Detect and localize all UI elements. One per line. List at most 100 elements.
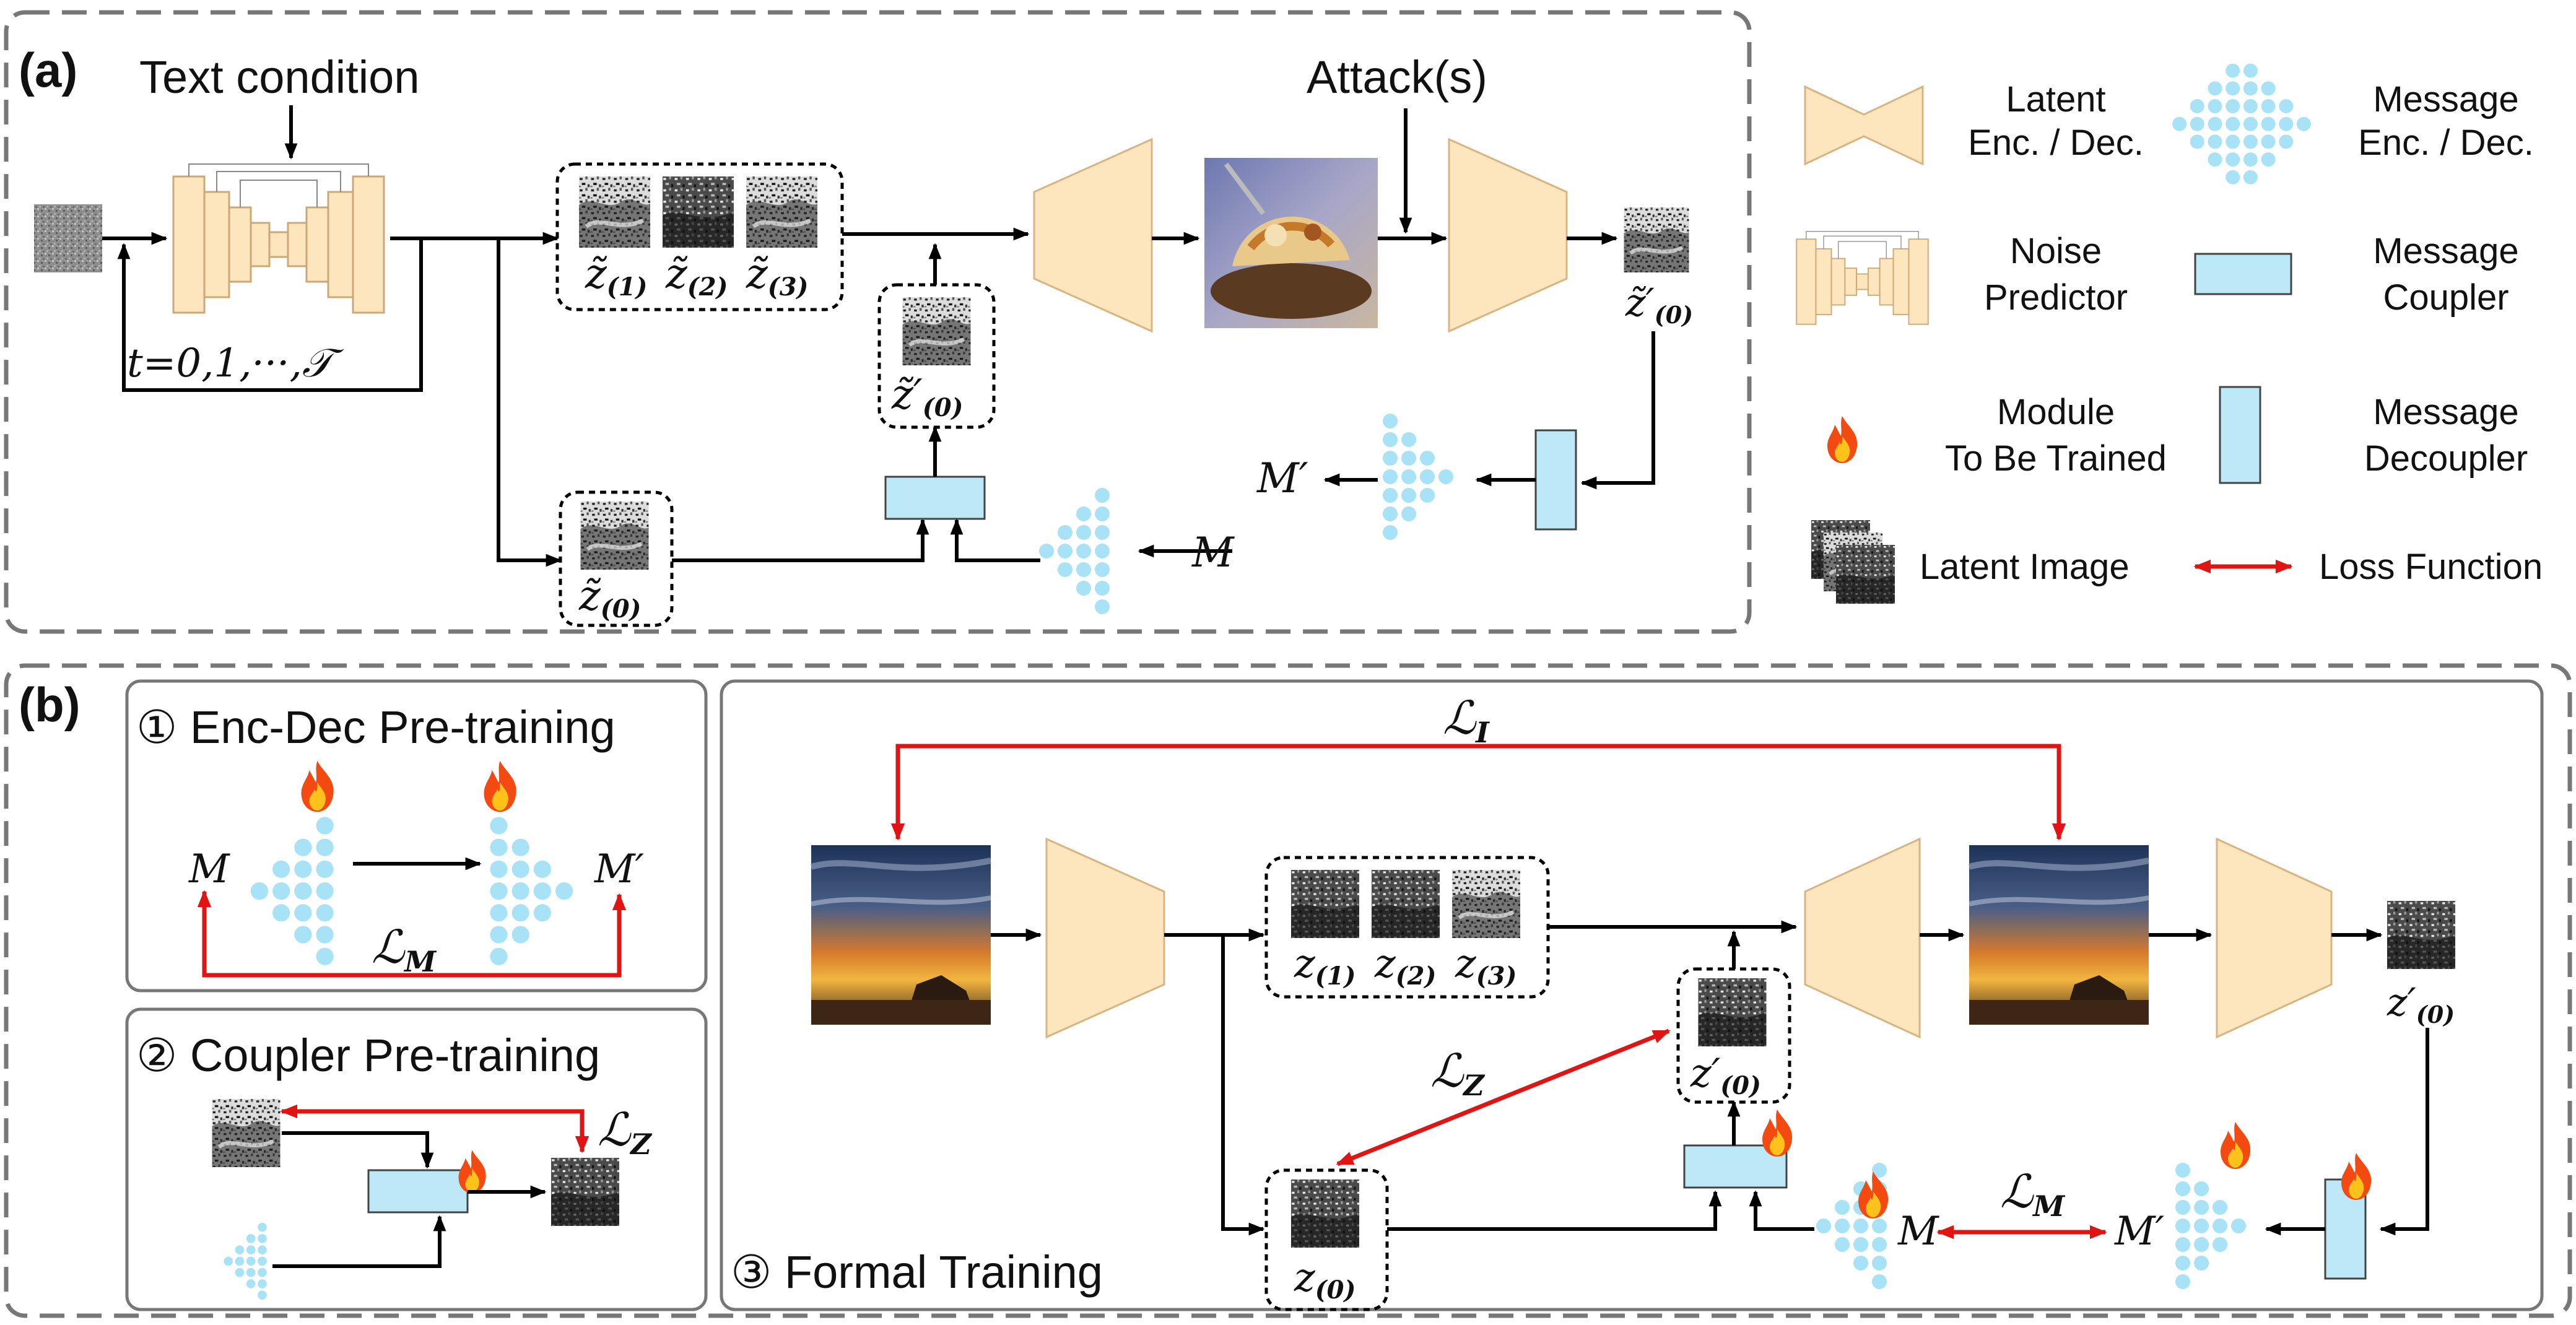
svg-text:Message: Message — [2373, 79, 2518, 119]
svg-text:Loss Function: Loss Function — [2319, 547, 2543, 587]
message-decoder-b — [2175, 1163, 2246, 1289]
z-tilde-0-label: z̃(0) — [578, 572, 641, 623]
timestep-label: t=0,1,···,𝒯 — [127, 341, 344, 386]
latent-group-tilde-prime — [877, 283, 996, 429]
legend: Latent Enc. / Dec. Message Enc. / Dec. N… — [1796, 63, 2543, 604]
reconstructed-image-sunset — [1968, 845, 2149, 1025]
svg-text:Predictor: Predictor — [1984, 277, 2128, 318]
z-tilde-2-label: z̃(2) — [665, 250, 728, 302]
latent-z1 — [1291, 870, 1359, 938]
step3-box — [720, 679, 2544, 1311]
m-prime-label-b: M′ — [2114, 1209, 2165, 1254]
legend-message-coupler-icon — [2194, 253, 2292, 295]
latent-z-prime-out — [2387, 901, 2455, 969]
gaussian-noise-input — [34, 204, 102, 272]
svg-text:Coupler: Coupler — [2383, 277, 2509, 318]
step1-flame-dec — [484, 760, 516, 812]
step2-message-encoder — [224, 1222, 267, 1300]
m-output-label-a: M′ — [1256, 454, 1308, 502]
step2-flame — [458, 1150, 486, 1194]
message-encoder-a — [1039, 488, 1110, 614]
panel-b-border — [4, 663, 2572, 1318]
legend-noise-predictor-icon — [1796, 230, 1929, 325]
step1-title: ① Enc-Dec Pre-training — [136, 702, 616, 753]
step1-box — [125, 679, 708, 993]
step1-m-in: M — [188, 846, 230, 892]
svg-text:Noise: Noise — [2010, 231, 2102, 271]
svg-text:Enc. / Dec.: Enc. / Dec. — [2358, 123, 2534, 163]
message-coupler — [884, 476, 986, 520]
message-encoder-b-flame — [1858, 1171, 1889, 1219]
svg-text:Decoupler: Decoupler — [2364, 438, 2528, 479]
text-condition-label: Text condition — [139, 51, 420, 103]
message-decoupler-a — [1534, 429, 1577, 531]
loss-i-label: ℒI — [1443, 692, 1490, 749]
legend-latent-image-icon — [1811, 520, 1895, 604]
latent-z-prime-mid — [1698, 978, 1767, 1046]
svg-text:Latent Image: Latent Image — [1920, 547, 2130, 587]
latent-encoder-b2 — [2216, 837, 2333, 1039]
svg-text:Enc. / Dec.: Enc. / Dec. — [1968, 123, 2144, 163]
latent-tilde-prime-out — [1624, 207, 1689, 272]
legend-message-decoupler-icon — [2219, 386, 2261, 484]
legend-latent-encdec-icon — [1804, 85, 1924, 166]
svg-text:Module: Module — [1997, 392, 2115, 432]
message-decoder-b-flame — [2221, 1122, 2251, 1169]
step2-latent-out — [551, 1158, 619, 1226]
z2-label: z(2) — [1374, 941, 1436, 991]
latent-z0 — [1291, 1179, 1359, 1248]
svg-text:Latent: Latent — [2006, 79, 2105, 119]
z-tilde-1-label: z̃(1) — [585, 250, 647, 302]
step2-title: ② Coupler Pre-training — [136, 1030, 600, 1081]
z1-label: z(1) — [1294, 941, 1355, 991]
message-decoder-a — [1383, 414, 1453, 540]
step2-box — [125, 1007, 708, 1311]
z-prime-out-label: z′(0) — [2387, 980, 2455, 1028]
latent-tilde-0 — [581, 502, 649, 570]
latent-tilde-2 — [663, 176, 734, 248]
z3-label: z(3) — [1455, 941, 1516, 991]
step2-latent-in — [212, 1099, 281, 1167]
svg-text:Message: Message — [2373, 231, 2518, 271]
latent-tilde-prime-mid — [903, 297, 971, 365]
m-label-b: M — [1897, 1209, 1939, 1254]
latent-tilde-1 — [579, 176, 650, 248]
step1-flame-enc — [301, 760, 334, 812]
latent-decoder-a — [1033, 137, 1153, 333]
latent-group-tilde-0 — [559, 490, 674, 627]
svg-text:To Be Trained: To Be Trained — [1945, 438, 2167, 479]
panel-a-border — [4, 10, 1752, 634]
generated-image-food — [1204, 158, 1378, 328]
legend-flame-icon — [1827, 416, 1858, 463]
latent-encoder-a — [1448, 137, 1568, 333]
latent-tilde-3 — [746, 176, 817, 248]
panel-a-label: (a) — [19, 43, 77, 97]
svg-text:Message: Message — [2373, 392, 2518, 432]
input-image-sunset — [810, 845, 991, 1025]
latent-group-tilde — [555, 162, 844, 311]
z-tilde-prime-out-label: z̃′(0) — [1625, 280, 1693, 329]
attack-label: Attack(s) — [1307, 51, 1487, 103]
legend-message-encdec-icon — [2172, 63, 2311, 185]
loss-m-label: ℒM — [2000, 1165, 2066, 1223]
decoupler-b-flame — [2341, 1153, 2372, 1200]
step1-m-out: M′ — [594, 846, 645, 892]
m-input-label: M — [1191, 529, 1235, 576]
step2-message-coupler — [367, 1169, 469, 1214]
noise-predictor-unet — [172, 163, 385, 314]
step1-loss-label: ℒM — [372, 921, 437, 978]
step1-message-encoder — [250, 817, 334, 965]
panel-b-label: (b) — [19, 677, 80, 732]
step2-loss-label: ℒZ — [598, 1103, 652, 1161]
step1-message-decoder-dots — [490, 817, 573, 965]
coupler-b-flame — [1762, 1110, 1793, 1157]
latent-z2 — [1372, 870, 1440, 938]
loss-z-label: ℒZ — [1430, 1045, 1485, 1102]
latent-encoder-b — [1045, 837, 1165, 1039]
z-tilde-3-label: z̃(3) — [746, 250, 808, 302]
z0-label: z(0) — [1294, 1255, 1355, 1305]
step3-title: ③ Formal Training — [731, 1246, 1103, 1298]
z-prime-mid-label: z′(0) — [1690, 1051, 1761, 1100]
latent-z3 — [1452, 870, 1520, 938]
